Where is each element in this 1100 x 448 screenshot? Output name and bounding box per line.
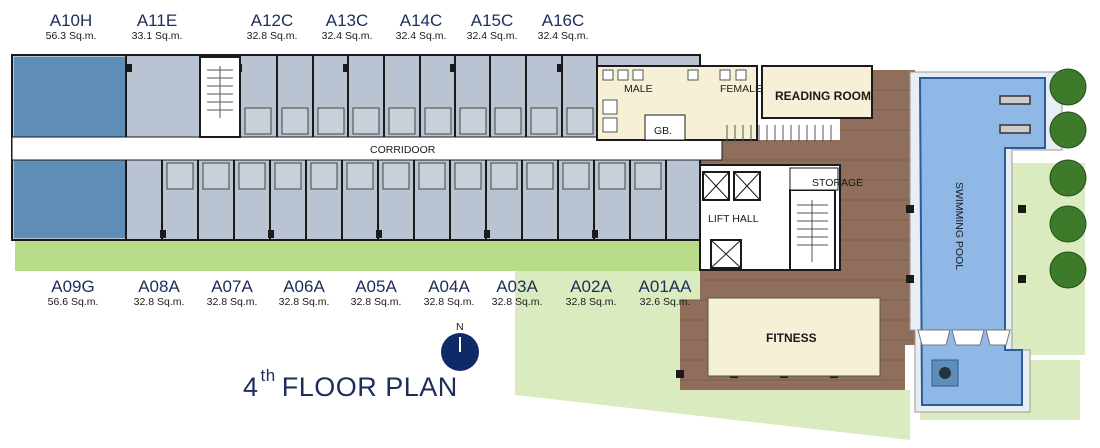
bathroom-pods <box>166 107 662 190</box>
reading-room-stripes <box>726 125 832 142</box>
unit-label-a04a: A04A 32.8 Sq.m. <box>404 278 494 309</box>
tree-icon <box>1049 205 1087 243</box>
reading-room-shape <box>761 65 873 119</box>
unit-area: 32.8 Sq.m. <box>246 30 298 42</box>
unit-code: A11E <box>136 11 178 30</box>
unit-area: 32.4 Sq.m. <box>537 30 589 42</box>
swimming-pool-water <box>918 77 1046 406</box>
unit-code: A07A <box>211 277 253 296</box>
unit-area: 32.8 Sq.m. <box>491 296 543 308</box>
unit-code: A08A <box>138 277 180 296</box>
label-fitness: FITNESS <box>766 331 817 345</box>
pool-ladders <box>999 95 1031 134</box>
storage-room <box>789 167 839 191</box>
stair-treads-east <box>797 200 828 262</box>
unit-area: 56.6 Sq.m. <box>47 296 99 308</box>
label-reading-room: READING ROOM <box>775 89 871 103</box>
unit-code: A03A <box>496 277 538 296</box>
trees <box>1049 68 1087 289</box>
tree-icon <box>1049 251 1087 289</box>
tree-icon <box>1049 111 1087 149</box>
label-corridor: CORRIDOOR <box>370 144 436 156</box>
garden-lawn-south <box>515 270 910 440</box>
pool-loungers <box>917 329 1011 346</box>
unit-label-a08a: A08A 32.8 Sq.m. <box>114 278 204 309</box>
compass: N <box>441 321 479 371</box>
corridor <box>11 136 723 161</box>
unit-code: A16C <box>541 11 585 30</box>
title-ordinal-suffix: th <box>260 366 276 385</box>
pool-jacuzzi-jet <box>939 367 951 379</box>
unit-area: 32.8 Sq.m. <box>565 296 617 308</box>
unit-code: A09G <box>51 277 95 296</box>
unit-area: 32.8 Sq.m. <box>206 296 258 308</box>
unit-code: A05A <box>355 277 397 296</box>
unit-label-a12c: A12C 32.8 Sq.m. <box>227 12 317 43</box>
unit-code: A13C <box>325 11 369 30</box>
title-floor-number: 4 <box>243 372 259 402</box>
unit-code: A14C <box>399 11 443 30</box>
unit-code: A04A <box>428 277 470 296</box>
toilet-fixtures <box>602 69 747 133</box>
unit-label-a06a: A06A 32.8 Sq.m. <box>259 278 349 309</box>
unit-code: A12C <box>250 11 294 30</box>
unit-code: A15C <box>470 11 514 30</box>
unit-area: 32.4 Sq.m. <box>395 30 447 42</box>
unit-label-a16c: A16C 32.4 Sq.m. <box>518 12 608 43</box>
unit-label-a14c: A14C 32.4 Sq.m. <box>376 12 466 43</box>
label-male: MALE <box>624 83 653 95</box>
lift-crosses <box>702 171 761 269</box>
unit-area: 32.8 Sq.m. <box>423 296 475 308</box>
unit-label-a11e: A11E 33.1 Sq.m. <box>112 12 202 43</box>
unit-label-a09g: A09G 56.6 Sq.m. <box>28 278 118 309</box>
bottom-unit-walls <box>125 160 667 240</box>
label-lift-hall: LIFT HALL <box>708 213 759 225</box>
unit-label-a07a: A07A 32.8 Sq.m. <box>187 278 277 309</box>
stair-treads <box>207 66 233 118</box>
gb-room <box>644 114 686 141</box>
unit-code: A06A <box>283 277 325 296</box>
tree-icon <box>1049 68 1087 106</box>
unit-label-a10h: A10H 56.3 Sq.m. <box>26 12 116 43</box>
label-storage: STORAGE <box>812 177 863 189</box>
label-gb: GB. <box>654 125 672 137</box>
unit-code: A01AA <box>638 277 692 296</box>
unit-code: A10H <box>49 11 93 30</box>
unit-area: 32.8 Sq.m. <box>133 296 185 308</box>
unit-code: A02A <box>570 277 612 296</box>
pool-jacuzzi <box>931 359 959 387</box>
tree-icon <box>1049 159 1087 197</box>
unit-area: 56.3 Sq.m. <box>45 30 97 42</box>
unit-label-a15c: A15C 32.4 Sq.m. <box>447 12 537 43</box>
garden-strip-west <box>15 238 705 271</box>
unit-area: 32.6 Sq.m. <box>639 296 691 308</box>
unit-label-a01aa: A01AA 32.6 Sq.m. <box>620 278 710 309</box>
unit-area: 32.8 Sq.m. <box>350 296 402 308</box>
unit-a10h-shape <box>14 57 126 137</box>
compass-label: N <box>456 321 464 333</box>
unit-area: 32.4 Sq.m. <box>321 30 373 42</box>
fitness-room <box>707 297 881 377</box>
label-female: FEMALE <box>720 83 762 95</box>
label-swimming-pool: SWIMMING POOL <box>953 182 965 270</box>
unit-label-a05a: A05A 32.8 Sq.m. <box>331 278 421 309</box>
unit-label-a13c: A13C 32.4 Sq.m. <box>302 12 392 43</box>
title-text: FLOOR PLAN <box>281 372 458 402</box>
unit-area: 32.8 Sq.m. <box>278 296 330 308</box>
unit-a09g-shape <box>14 160 126 238</box>
unit-area: 32.4 Sq.m. <box>466 30 518 42</box>
unit-label-a03a: A03A 32.8 Sq.m. <box>472 278 562 309</box>
top-unit-walls <box>125 55 598 137</box>
unit-area: 33.1 Sq.m. <box>131 30 183 42</box>
unit-label-a02a: A02A 32.8 Sq.m. <box>546 278 636 309</box>
